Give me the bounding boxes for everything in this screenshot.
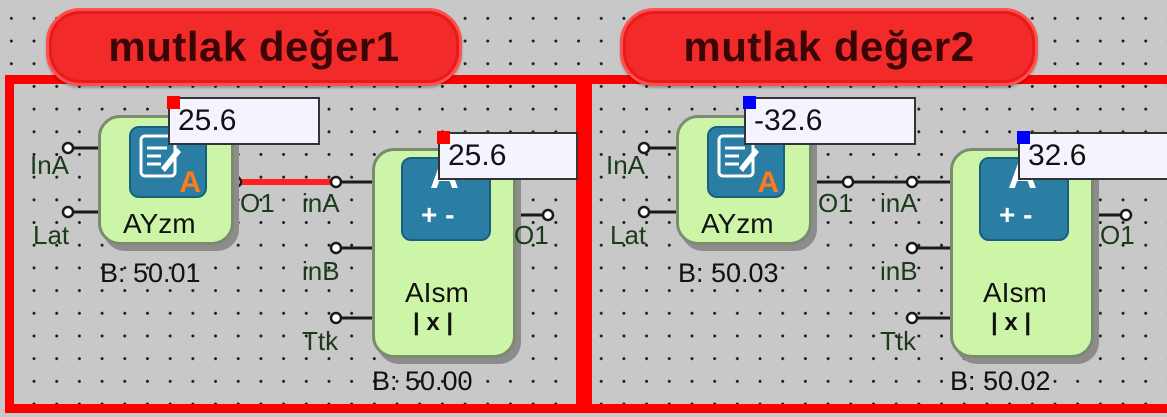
pin-ayzm2-o1 xyxy=(841,175,855,189)
value-box-aism-2[interactable]: 32.6 xyxy=(1018,132,1167,180)
port-ayzm1-lat: Lat xyxy=(33,220,70,250)
port-aism1-o1: O1 xyxy=(514,220,549,250)
block-aism-1-sub: | x | xyxy=(413,309,454,336)
pin-aism1-o1 xyxy=(541,208,555,222)
block-aism-1-label: AIsm xyxy=(405,277,469,308)
pin-aism2-inb xyxy=(905,241,919,255)
port-ayzm1-o1: O1 xyxy=(240,188,275,218)
pin-aism2-ttk xyxy=(905,311,919,325)
value-box-ayzm-2[interactable]: -32.6 xyxy=(744,97,916,145)
value-ayzm-1: 25.6 xyxy=(178,104,237,137)
pin-aism2-o1 xyxy=(1119,208,1133,222)
port-aism2-inb: inB xyxy=(880,256,918,286)
port-ayzm1-ina: InA xyxy=(30,150,70,180)
plus-minus-icon-2: + - xyxy=(999,199,1033,230)
value-aism-2: 32.6 xyxy=(1028,139,1087,172)
block-aism-2-sub: | x | xyxy=(991,309,1032,336)
value-box-aism-1[interactable]: 25.6 xyxy=(438,132,578,180)
status-flag-ayzm-1 xyxy=(167,96,180,109)
status-flag-aism-1 xyxy=(437,131,450,144)
note-pencil-icon xyxy=(139,134,181,178)
group-title-2-text: mutlak değer2 xyxy=(683,23,975,70)
block-aism-2-label: AIsm xyxy=(983,277,1047,308)
status-flag-aism-2 xyxy=(1017,131,1030,144)
value-aism-1: 25.6 xyxy=(448,139,507,172)
plus-minus-icon: + - xyxy=(421,199,455,230)
pin-aism1-inb xyxy=(329,241,343,255)
block-aism-1-address: B: 50.00 xyxy=(372,366,473,396)
pin-ayzm1-ina xyxy=(61,141,75,155)
port-aism1-inb: inB xyxy=(302,256,340,286)
port-aism2-ina: inA xyxy=(880,188,918,218)
pin-aism2-ina xyxy=(905,175,919,189)
write-tile-letter: A xyxy=(179,166,201,199)
value-ayzm-2: -32.6 xyxy=(754,104,823,137)
pin-aism1-ina xyxy=(329,175,343,189)
block-aism-2-address: B: 50.02 xyxy=(950,366,1051,396)
write-tile-letter-2: A xyxy=(757,166,779,199)
group-title-1[interactable]: mutlak değer1 xyxy=(46,8,462,86)
port-aism2-ttk: Ttk xyxy=(880,326,917,356)
note-pencil-icon-2 xyxy=(717,134,759,178)
group-title-1-text: mutlak değer1 xyxy=(108,23,400,70)
pin-ayzm1-lat xyxy=(61,205,75,219)
pin-ayzm2-lat xyxy=(637,205,651,219)
block-ayzm-1-label: AYzm xyxy=(123,208,196,239)
block-ayzm-2-address: B: 50.03 xyxy=(678,258,779,288)
status-flag-ayzm-2 xyxy=(743,96,756,109)
port-ayzm2-lat: Lat xyxy=(610,220,647,250)
block-ayzm-1-address: B: 50.01 xyxy=(100,258,201,288)
value-box-ayzm-1[interactable]: 25.6 xyxy=(168,97,320,145)
port-aism2-o1: O1 xyxy=(1100,220,1135,250)
pin-aism1-ttk xyxy=(329,311,343,325)
pin-ayzm2-ina xyxy=(637,141,651,155)
port-aism1-ttk: Ttk xyxy=(302,326,339,356)
port-aism1-ina: inA xyxy=(302,188,340,218)
group-title-2[interactable]: mutlak değer2 xyxy=(620,8,1038,86)
block-ayzm-2-label: AYzm xyxy=(701,208,774,239)
port-ayzm2-ina: InA xyxy=(606,150,646,180)
port-ayzm2-o1: O1 xyxy=(818,188,853,218)
